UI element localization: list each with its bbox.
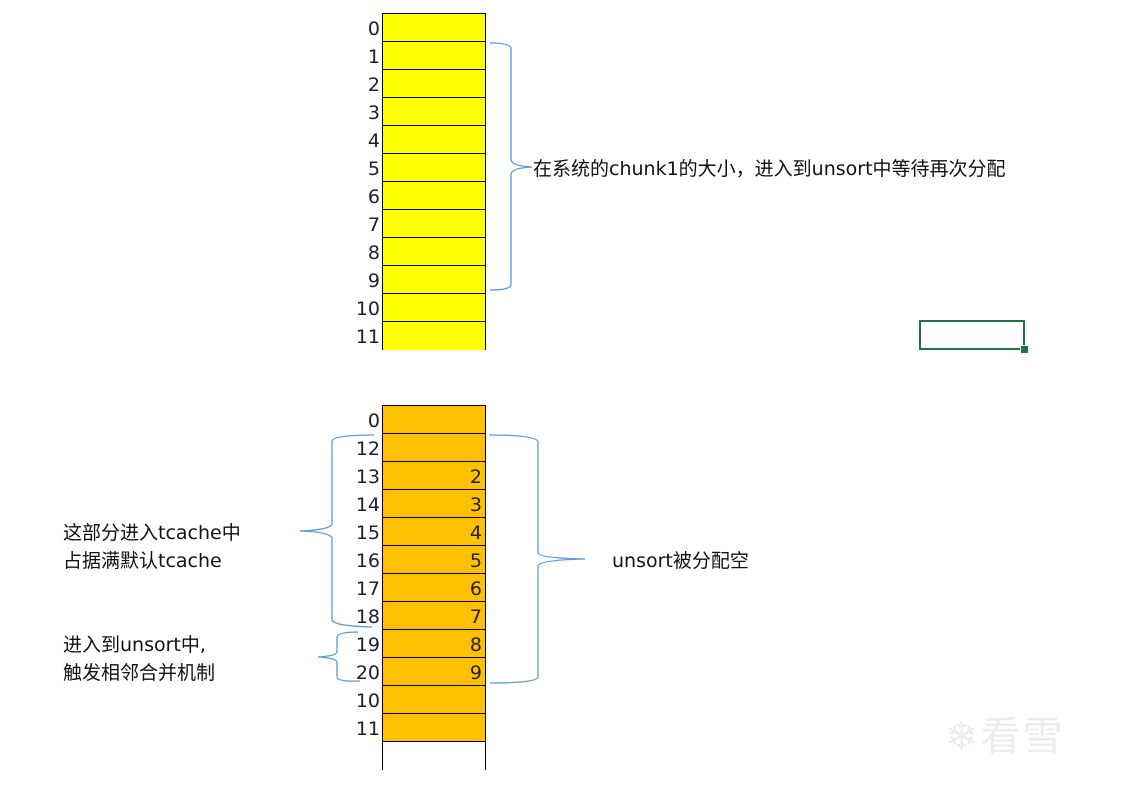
chunk-cell[interactable] <box>383 126 485 154</box>
row-label: 9 <box>367 270 380 292</box>
row-label: 11 <box>355 326 380 348</box>
unsort-annotation-line1: 进入到unsort中, <box>63 634 206 656</box>
brace-tcache-left <box>299 434 375 628</box>
row-label: 2 <box>367 74 380 96</box>
chunk-cell[interactable] <box>383 42 485 70</box>
tcache-annotation-line2: 占据满默认tcache <box>63 550 222 572</box>
watermark-logo: ❄看雪 <box>945 704 1065 762</box>
chunk-cell[interactable]: 7 <box>383 602 485 630</box>
row-label: 18 <box>355 606 380 628</box>
watermark-text: 看雪 <box>980 714 1065 760</box>
row-label: 16 <box>355 550 380 572</box>
brace-top-right <box>489 42 533 291</box>
chunk-cell[interactable] <box>383 98 485 126</box>
row-label: 12 <box>355 438 380 460</box>
chunk-cell[interactable]: 6 <box>383 574 485 602</box>
unsort-annotation-line2: 触发相邻合并机制 <box>63 662 216 684</box>
chunk-cell[interactable]: 5 <box>383 546 485 574</box>
top-annotation: 在系统的chunk1的大小，进入到unsort中等待再次分配 <box>533 158 1006 180</box>
chunk-cell[interactable] <box>383 742 485 770</box>
chunk-cell[interactable] <box>383 434 485 462</box>
chunk-cell[interactable]: 9 <box>383 658 485 686</box>
chunk-cell[interactable] <box>383 714 485 742</box>
chunk-cell[interactable]: 8 <box>383 630 485 658</box>
fill-handle[interactable] <box>1020 345 1029 354</box>
snowflake-icon: ❄ <box>945 714 981 760</box>
row-label: 13 <box>355 466 380 488</box>
row-label: 19 <box>355 634 380 656</box>
row-label: 3 <box>367 102 380 124</box>
row-label: 1 <box>367 46 380 68</box>
chunk-cell[interactable] <box>383 686 485 714</box>
row-label: 6 <box>367 186 380 208</box>
unsort-empty-annotation: unsort被分配空 <box>612 550 749 572</box>
row-label: 20 <box>355 662 380 684</box>
selected-cell[interactable] <box>919 320 1025 350</box>
chunk-cell[interactable] <box>383 294 485 322</box>
chunk-cell[interactable] <box>383 210 485 238</box>
row-label: 11 <box>355 718 380 740</box>
chunk-cell[interactable] <box>383 70 485 98</box>
row-label: 5 <box>367 158 380 180</box>
tcache-annotation-line1: 这部分进入tcache中 <box>63 522 241 544</box>
chunk-cell[interactable]: 2 <box>383 462 485 490</box>
chunk-cell[interactable] <box>383 322 485 350</box>
chunk-cell[interactable] <box>383 14 485 42</box>
chunk-cell[interactable] <box>383 406 485 434</box>
chunk-cell[interactable] <box>383 238 485 266</box>
row-label: 17 <box>355 578 380 600</box>
brace-unsort-right <box>488 434 586 684</box>
row-label: 14 <box>355 494 380 516</box>
top-chunk-column <box>382 13 486 350</box>
row-label: 10 <box>355 298 380 320</box>
row-label: 4 <box>367 130 380 152</box>
row-label: 0 <box>367 18 380 40</box>
row-label: 0 <box>367 410 380 432</box>
row-label: 10 <box>355 690 380 712</box>
chunk-cell[interactable] <box>383 182 485 210</box>
row-label: 15 <box>355 522 380 544</box>
row-label: 8 <box>367 242 380 264</box>
chunk-cell[interactable] <box>383 154 485 182</box>
chunk-cell[interactable] <box>383 266 485 294</box>
chunk-cell[interactable]: 3 <box>383 490 485 518</box>
row-label: 7 <box>367 214 380 236</box>
chunk-cell[interactable]: 4 <box>383 518 485 546</box>
brace-unsort-left <box>317 631 361 682</box>
